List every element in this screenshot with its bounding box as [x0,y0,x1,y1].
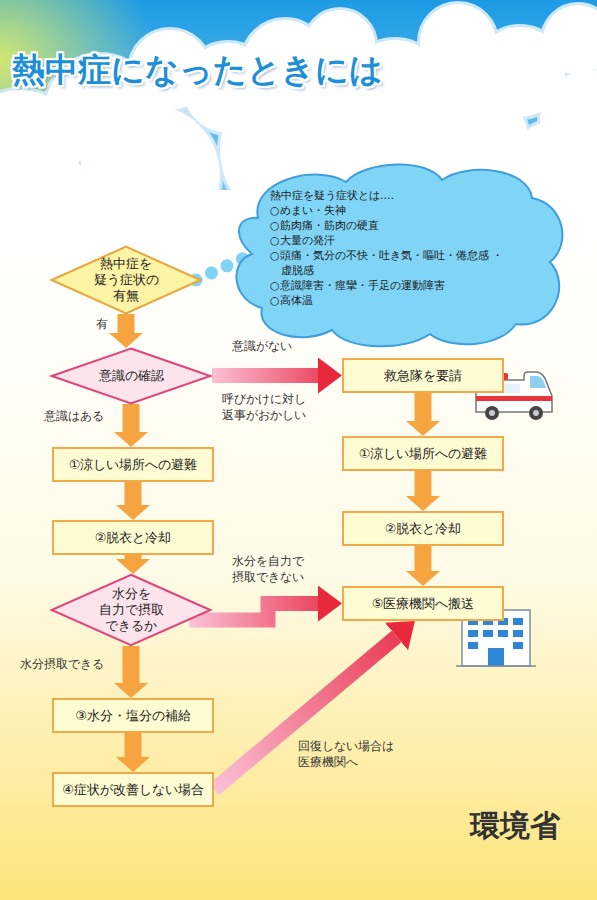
decision-diamond: 熱中症を 疑う症状の 有無 [50,246,202,314]
symptom-item: ○頭痛・気分の不快・吐き気・嘔吐・倦怠感 ・虚脱感 [270,248,510,278]
flow-arrow [415,546,432,571]
hospital-window [498,630,508,637]
node-label: 意識の確認 [99,368,164,384]
title-text: 熱中症になったときには [12,48,383,93]
symptom-item: ○意識障害・痙攣・手足の運動障害 [270,278,510,293]
node-label: ①涼しい場所への避難 [359,445,488,463]
edge-label: 有 [96,316,108,332]
flow-arrow [415,393,432,421]
node-content: ①涼しい場所への避難 [344,438,502,469]
edge-label: 意識がない [232,338,292,354]
hospital-window [468,630,478,637]
node-content: ③水分・塩分の補給 [54,700,212,731]
node-label: ②脱衣と冷却 [385,520,462,538]
ambulance-wheel [529,406,543,420]
flow-arrow [212,368,318,383]
edge-label: 水分を自力で 摂取できない [232,553,304,585]
symptom-item: ○大量の発汗 [270,233,510,248]
flow-arrow [125,482,142,505]
process-box: ③水分・塩分の補給 [52,698,214,733]
process-box: ②脱衣と冷却 [342,511,504,546]
hospital-window [468,642,478,649]
process-box: ④症状が改善しない場合 [52,772,214,807]
node-content: 水分を 自力で摂取 できるか [50,574,212,646]
node-label: 水分を 自力で摂取 できるか [99,586,164,635]
ambulance-hub [489,410,495,416]
ground-line [456,665,536,667]
node-label: ④症状が改善しない場合 [62,781,204,799]
node-label: 救急隊を要請 [384,367,462,385]
hospital-window [513,618,523,625]
flow-arrow [118,314,135,333]
node-label: ③水分・塩分の補給 [75,707,191,725]
callout-cloud: 熱中症を疑う症状とは....○めまい・失神○筋肉痛・筋肉の硬直○大量の発汗○頭痛… [228,158,568,350]
ground-gradient [0,240,597,900]
process-box: ⑤医療機関へ搬送 [342,586,504,621]
node-label: 熱中症を 疑う症状の 有無 [94,256,159,305]
edge-label: 意識はある [44,408,104,424]
publisher-name: 環境省 [470,818,560,834]
flow-arrow [123,646,140,683]
condition-note: 呼びかけに対し 返事がおかしい [222,391,306,423]
symptom-item: ○筋肉痛・筋肉の硬直 [270,218,510,233]
node-content: 熱中症を 疑う症状の 有無 [50,246,202,314]
node-label: ①涼しい場所への避難 [69,456,198,474]
hospital-window [483,630,493,637]
diamond-shape [52,247,201,314]
edge-label: 回復しない場合は 医療機関へ [298,738,394,770]
node-content: ④症状が改善しない場合 [54,774,212,805]
node-content: ②脱衣と冷却 [344,513,502,544]
node-label: ⑤医療機関へ搬送 [372,595,475,613]
node-content: ②脱衣と冷却 [54,522,212,553]
ambulance-wheel [485,406,499,420]
process-box: ①涼しい場所への避難 [342,436,504,471]
hospital-window [513,642,523,649]
node-content: 救急隊を要請 [344,360,502,391]
diamond-shape [52,575,211,646]
edge-label: 水分摂取できる [20,656,104,672]
ambulance-stripe [476,396,552,401]
symptom-item: ○めまい・失神 [270,203,510,218]
process-box: ②脱衣と冷却 [52,520,214,555]
flow-arrow [415,471,432,496]
ambulance-hub [533,410,539,416]
decision-diamond: 意識の確認 [50,348,212,404]
decision-diamond: 水分を 自力で摂取 できるか [50,574,212,646]
diamond-shape [52,349,211,404]
node-label: ②脱衣と冷却 [95,529,172,547]
node-content: ①涼しい場所への避難 [54,449,212,480]
node-content: 熱中症を疑う症状とは....○めまい・失神○筋肉痛・筋肉の硬直○大量の発汗○頭痛… [270,188,510,308]
flow-arrow [125,733,142,757]
cloud-shape [236,164,562,346]
symptom-item: ○高体温 [270,293,510,308]
hospital-window [513,630,523,637]
process-box: ①涼しい場所への避難 [52,447,214,482]
hospital-door [488,648,504,666]
node-content: 意識の確認 [50,348,212,404]
callout-heading: 熱中症を疑う症状とは.... [270,188,510,203]
flow-arrow [125,555,142,559]
process-box: 救急隊を要請 [342,358,504,393]
flow-arrow [123,404,140,432]
node-content: ⑤医療機関へ搬送 [344,588,502,619]
flow-arrow [214,636,397,789]
ambulance-window [530,376,546,388]
